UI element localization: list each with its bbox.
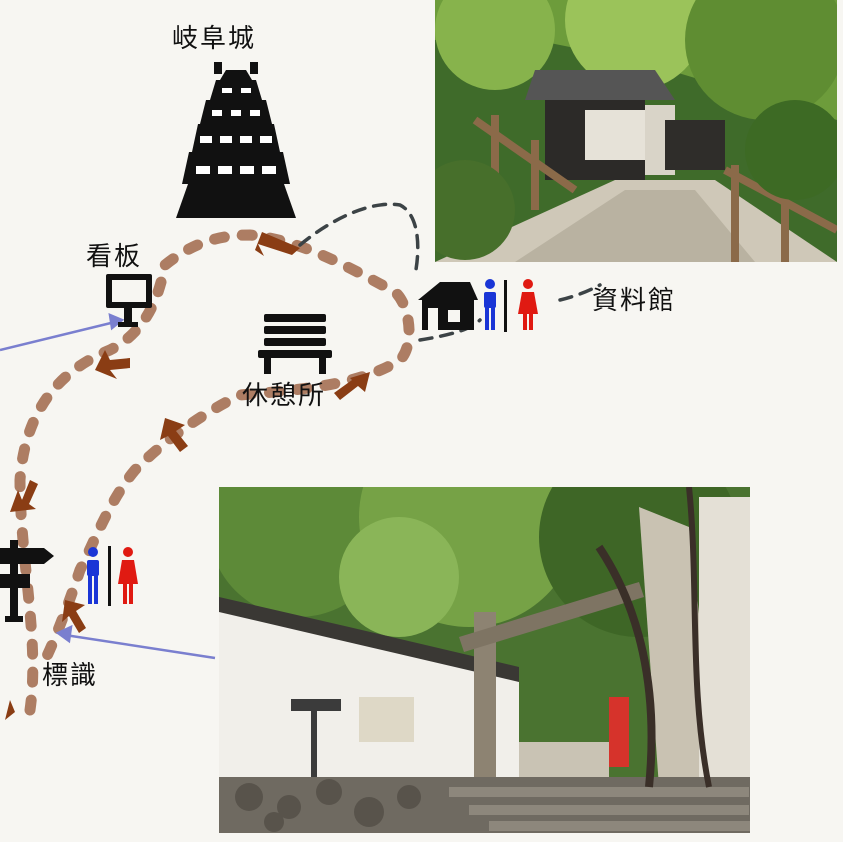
- signboard-label: 看板: [86, 242, 143, 272]
- house-icon: [418, 282, 478, 330]
- signpost-label: 標識: [42, 661, 99, 691]
- arrow-icon: [95, 350, 130, 379]
- bench-icon: [258, 314, 332, 374]
- arrow-icon: [255, 232, 300, 256]
- museum-path-photo: [435, 0, 837, 262]
- restroom-icon: [87, 546, 138, 606]
- arrow-icon: [160, 418, 188, 452]
- arrow-icon: [10, 480, 38, 512]
- trail-route: [14, 229, 415, 716]
- arrow-icon: [334, 372, 370, 400]
- arrow-icon: [5, 700, 15, 720]
- rest-area-label: 休憩所: [242, 381, 327, 411]
- signboard-icon: [106, 274, 152, 327]
- museum-label: 資料館: [592, 286, 677, 316]
- restroom-icon: [484, 279, 538, 332]
- stone-gate-photo: [219, 487, 750, 833]
- castle-icon: [176, 62, 296, 218]
- route-arrows: [5, 232, 370, 720]
- dashed-path: [298, 202, 602, 342]
- signpost-icon: [0, 540, 54, 622]
- arrow-icon: [62, 600, 86, 633]
- pointer-lines: [0, 312, 216, 660]
- castle-label: 岐阜城: [172, 24, 257, 54]
